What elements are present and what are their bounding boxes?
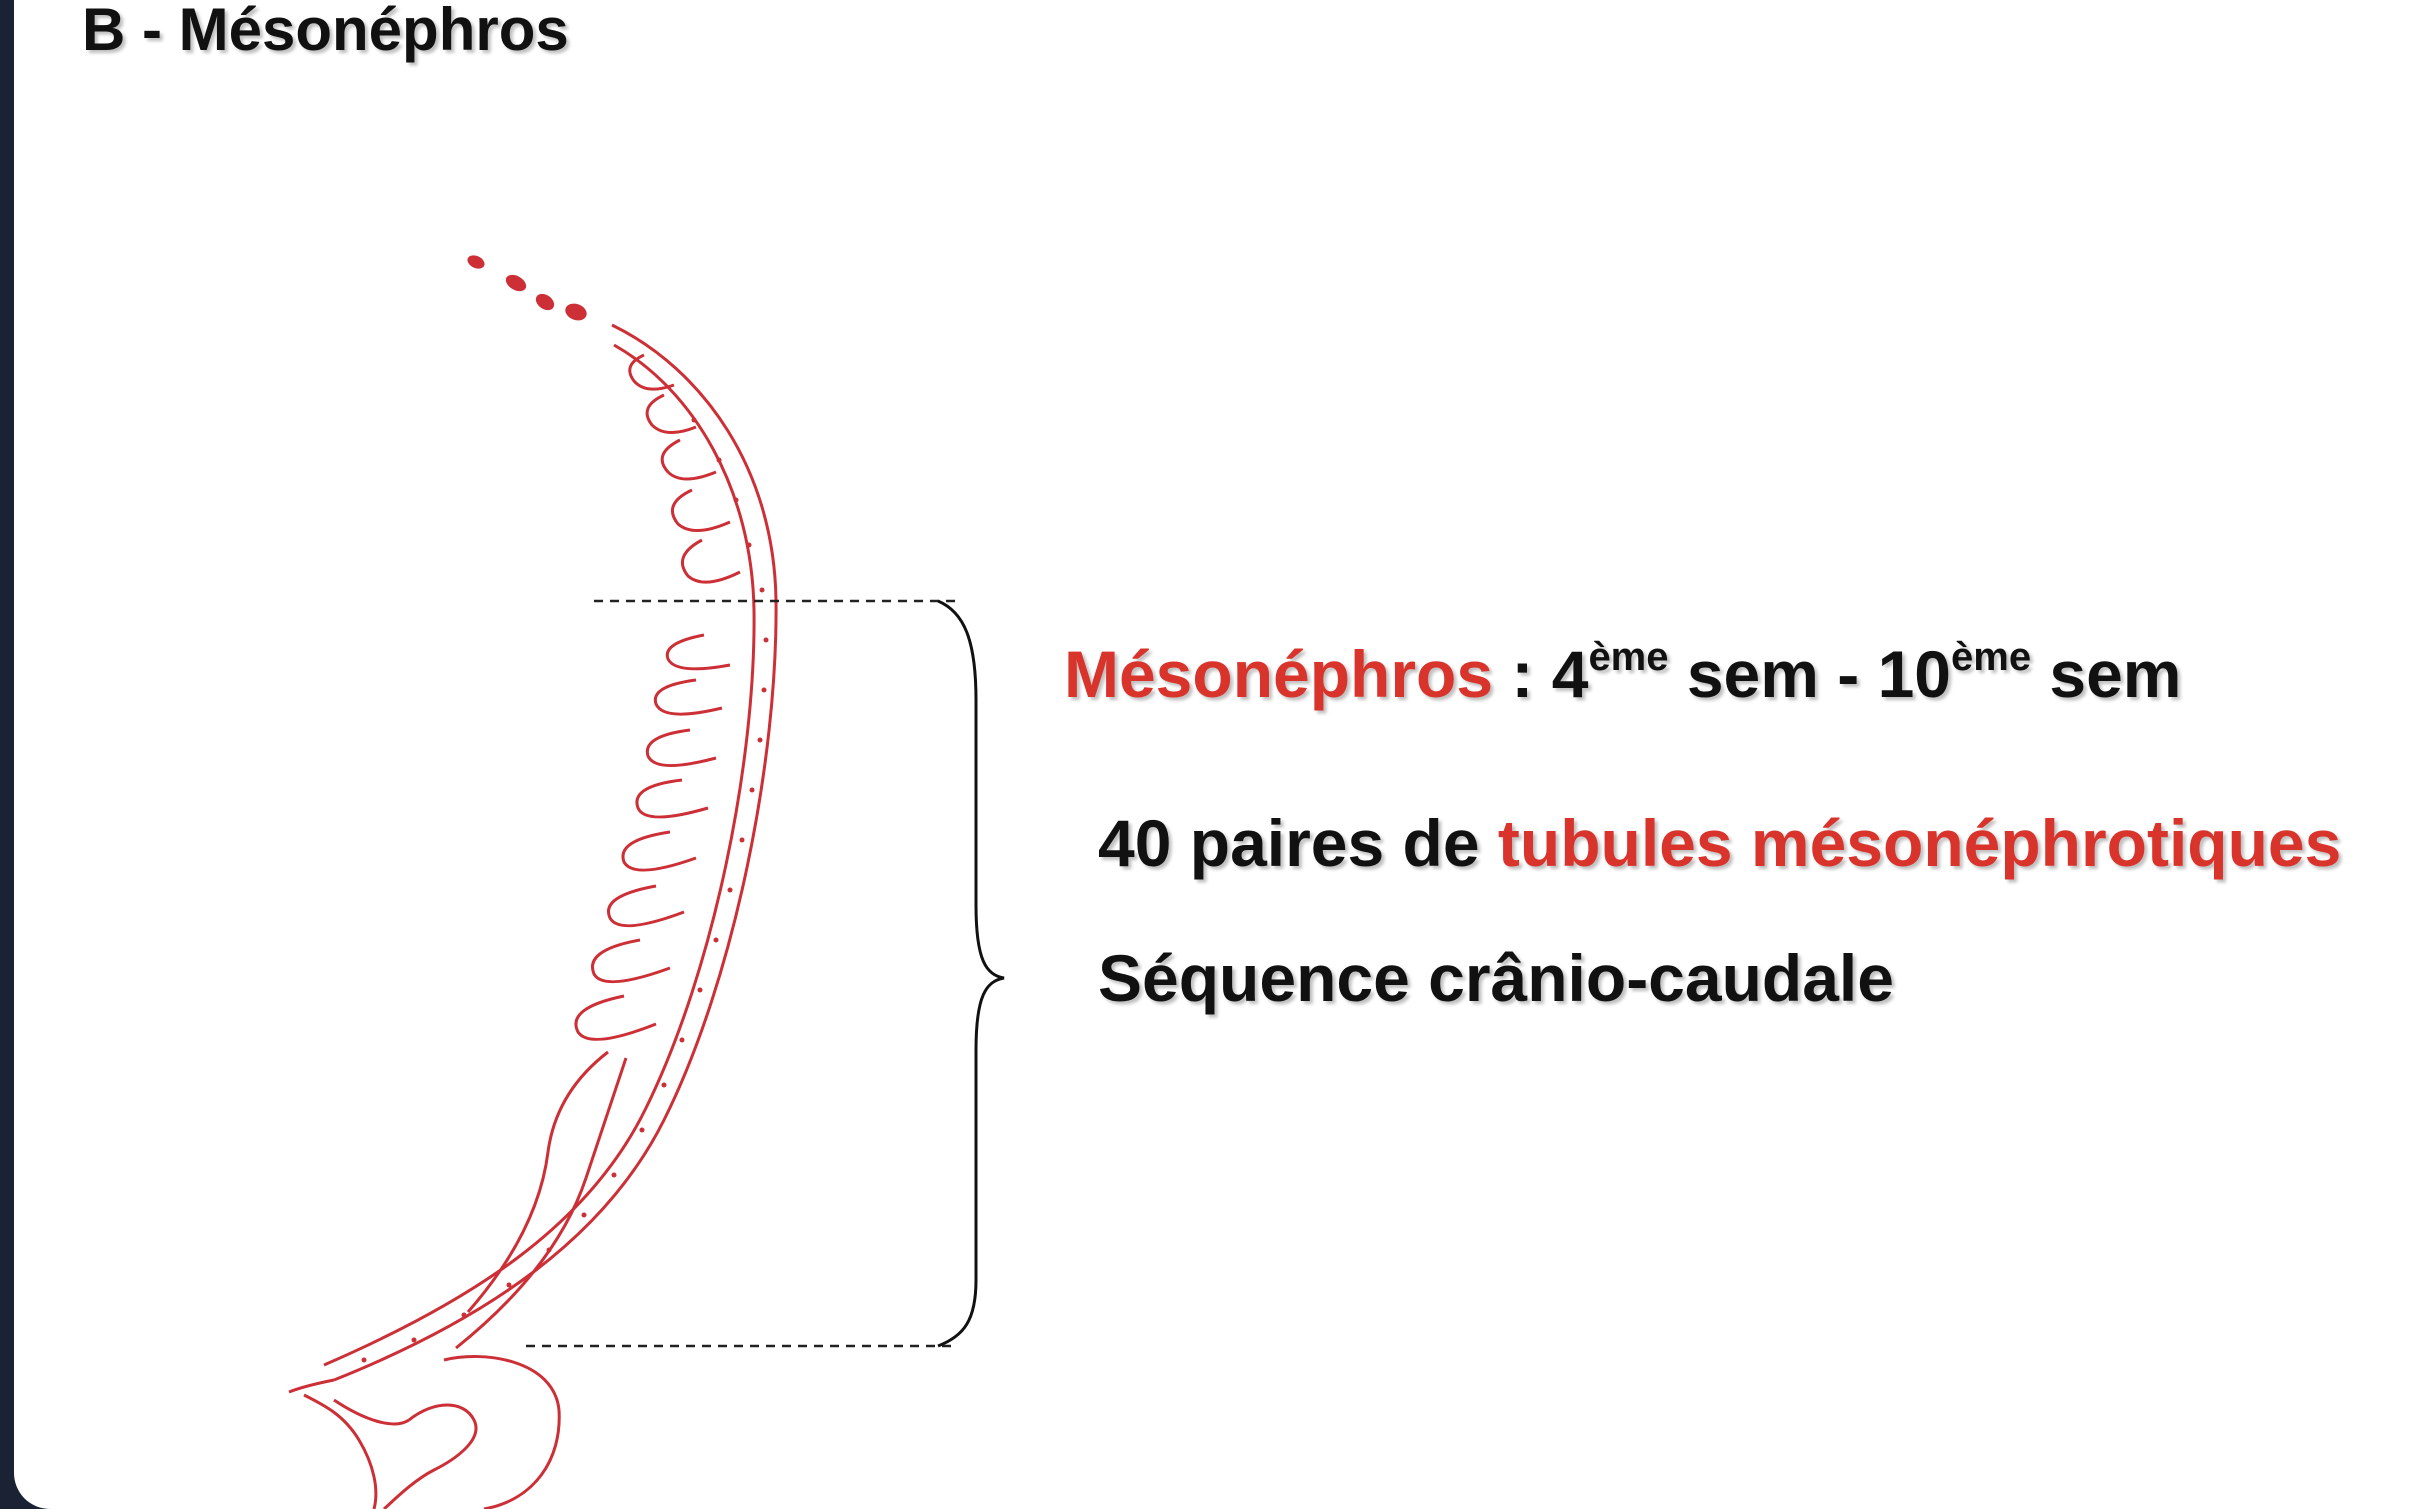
mesonephric-tubules <box>455 353 741 1350</box>
pairs-prefix: 40 paires de <box>1098 806 1498 880</box>
cloaca-region <box>303 1355 561 1509</box>
nephric-duct <box>288 323 778 1394</box>
curly-brace <box>937 599 1005 1348</box>
stage-duration: Mésonéphros : 4ème sem - 10ème sem <box>1064 635 2182 712</box>
duct-dots <box>361 417 769 1363</box>
tubule-pairs: 40 paires de tubules mésonéphrotiques <box>1098 805 2341 881</box>
stage-mid: sem - 10 <box>1668 637 1951 711</box>
pronephros-remnants <box>467 255 587 321</box>
sequence-text: Séquence crânio-caudale <box>1098 941 1894 1015</box>
stage-term: Mésonéphros <box>1064 637 1494 711</box>
mesonephros-diagram <box>288 255 1005 1509</box>
slide: B - Mésonéphros <box>14 0 2432 1509</box>
ordinal-sup-2: ème <box>1951 635 2032 679</box>
ordinal-sup-1: ème <box>1588 635 1669 679</box>
pairs-term: tubules mésonéphrotiques <box>1497 806 2342 880</box>
stage-sep: : 4 <box>1493 637 1589 711</box>
stage-end: sem <box>2031 637 2182 711</box>
range-indicator <box>526 599 1005 1348</box>
slide-title: B - Mésonéphros <box>82 0 569 63</box>
